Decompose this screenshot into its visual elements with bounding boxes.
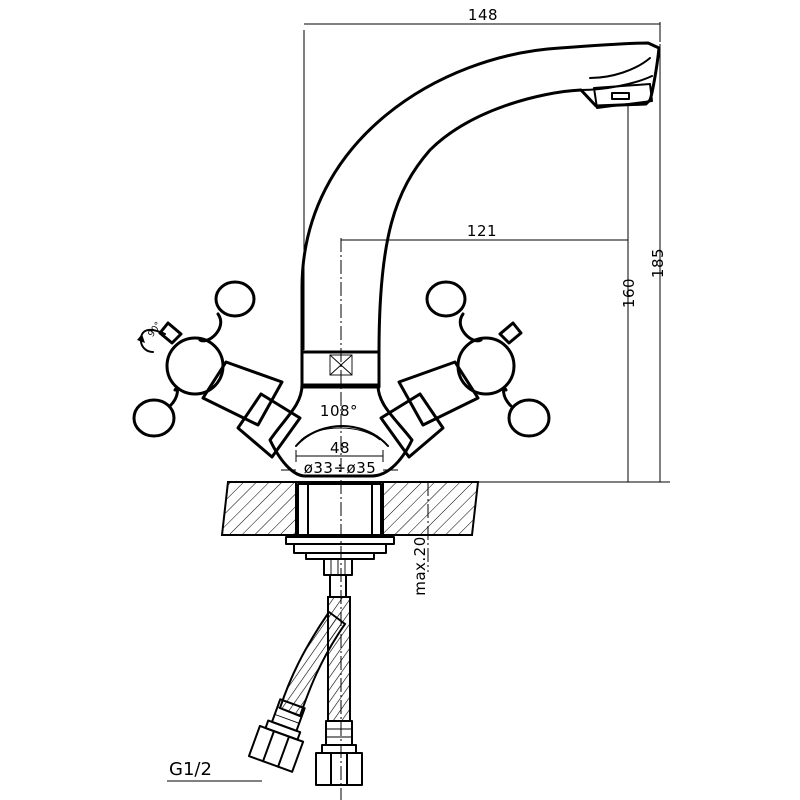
dimension-108-angle xyxy=(300,427,381,441)
label-48: 48 xyxy=(330,439,350,457)
label-148: 148 xyxy=(468,6,498,24)
hose-right xyxy=(315,558,363,786)
handle-left xyxy=(132,280,302,459)
handle-right xyxy=(379,280,551,459)
aerator xyxy=(593,83,653,109)
centerlines xyxy=(329,238,429,800)
countertop-section xyxy=(220,481,480,536)
label-max-20: max.20 xyxy=(411,536,429,596)
label-rotation-90: 90° xyxy=(147,320,164,339)
hose-left xyxy=(247,610,347,773)
dimension-148 xyxy=(303,22,661,350)
spout xyxy=(300,41,661,354)
dimension-185 xyxy=(478,44,670,483)
label-160: 160 xyxy=(620,278,638,308)
label-mount-hole: ø33÷ø35 xyxy=(304,459,377,477)
label-185: 185 xyxy=(649,248,667,278)
label-thread-g12: G1/2 xyxy=(169,759,212,780)
label-121: 121 xyxy=(467,222,497,240)
rotation-arrow xyxy=(137,328,166,353)
dimension-121 xyxy=(341,104,629,482)
mounting-shank xyxy=(285,483,395,560)
dimension-48 xyxy=(295,450,384,462)
label-108-angle: 108° xyxy=(320,402,358,420)
